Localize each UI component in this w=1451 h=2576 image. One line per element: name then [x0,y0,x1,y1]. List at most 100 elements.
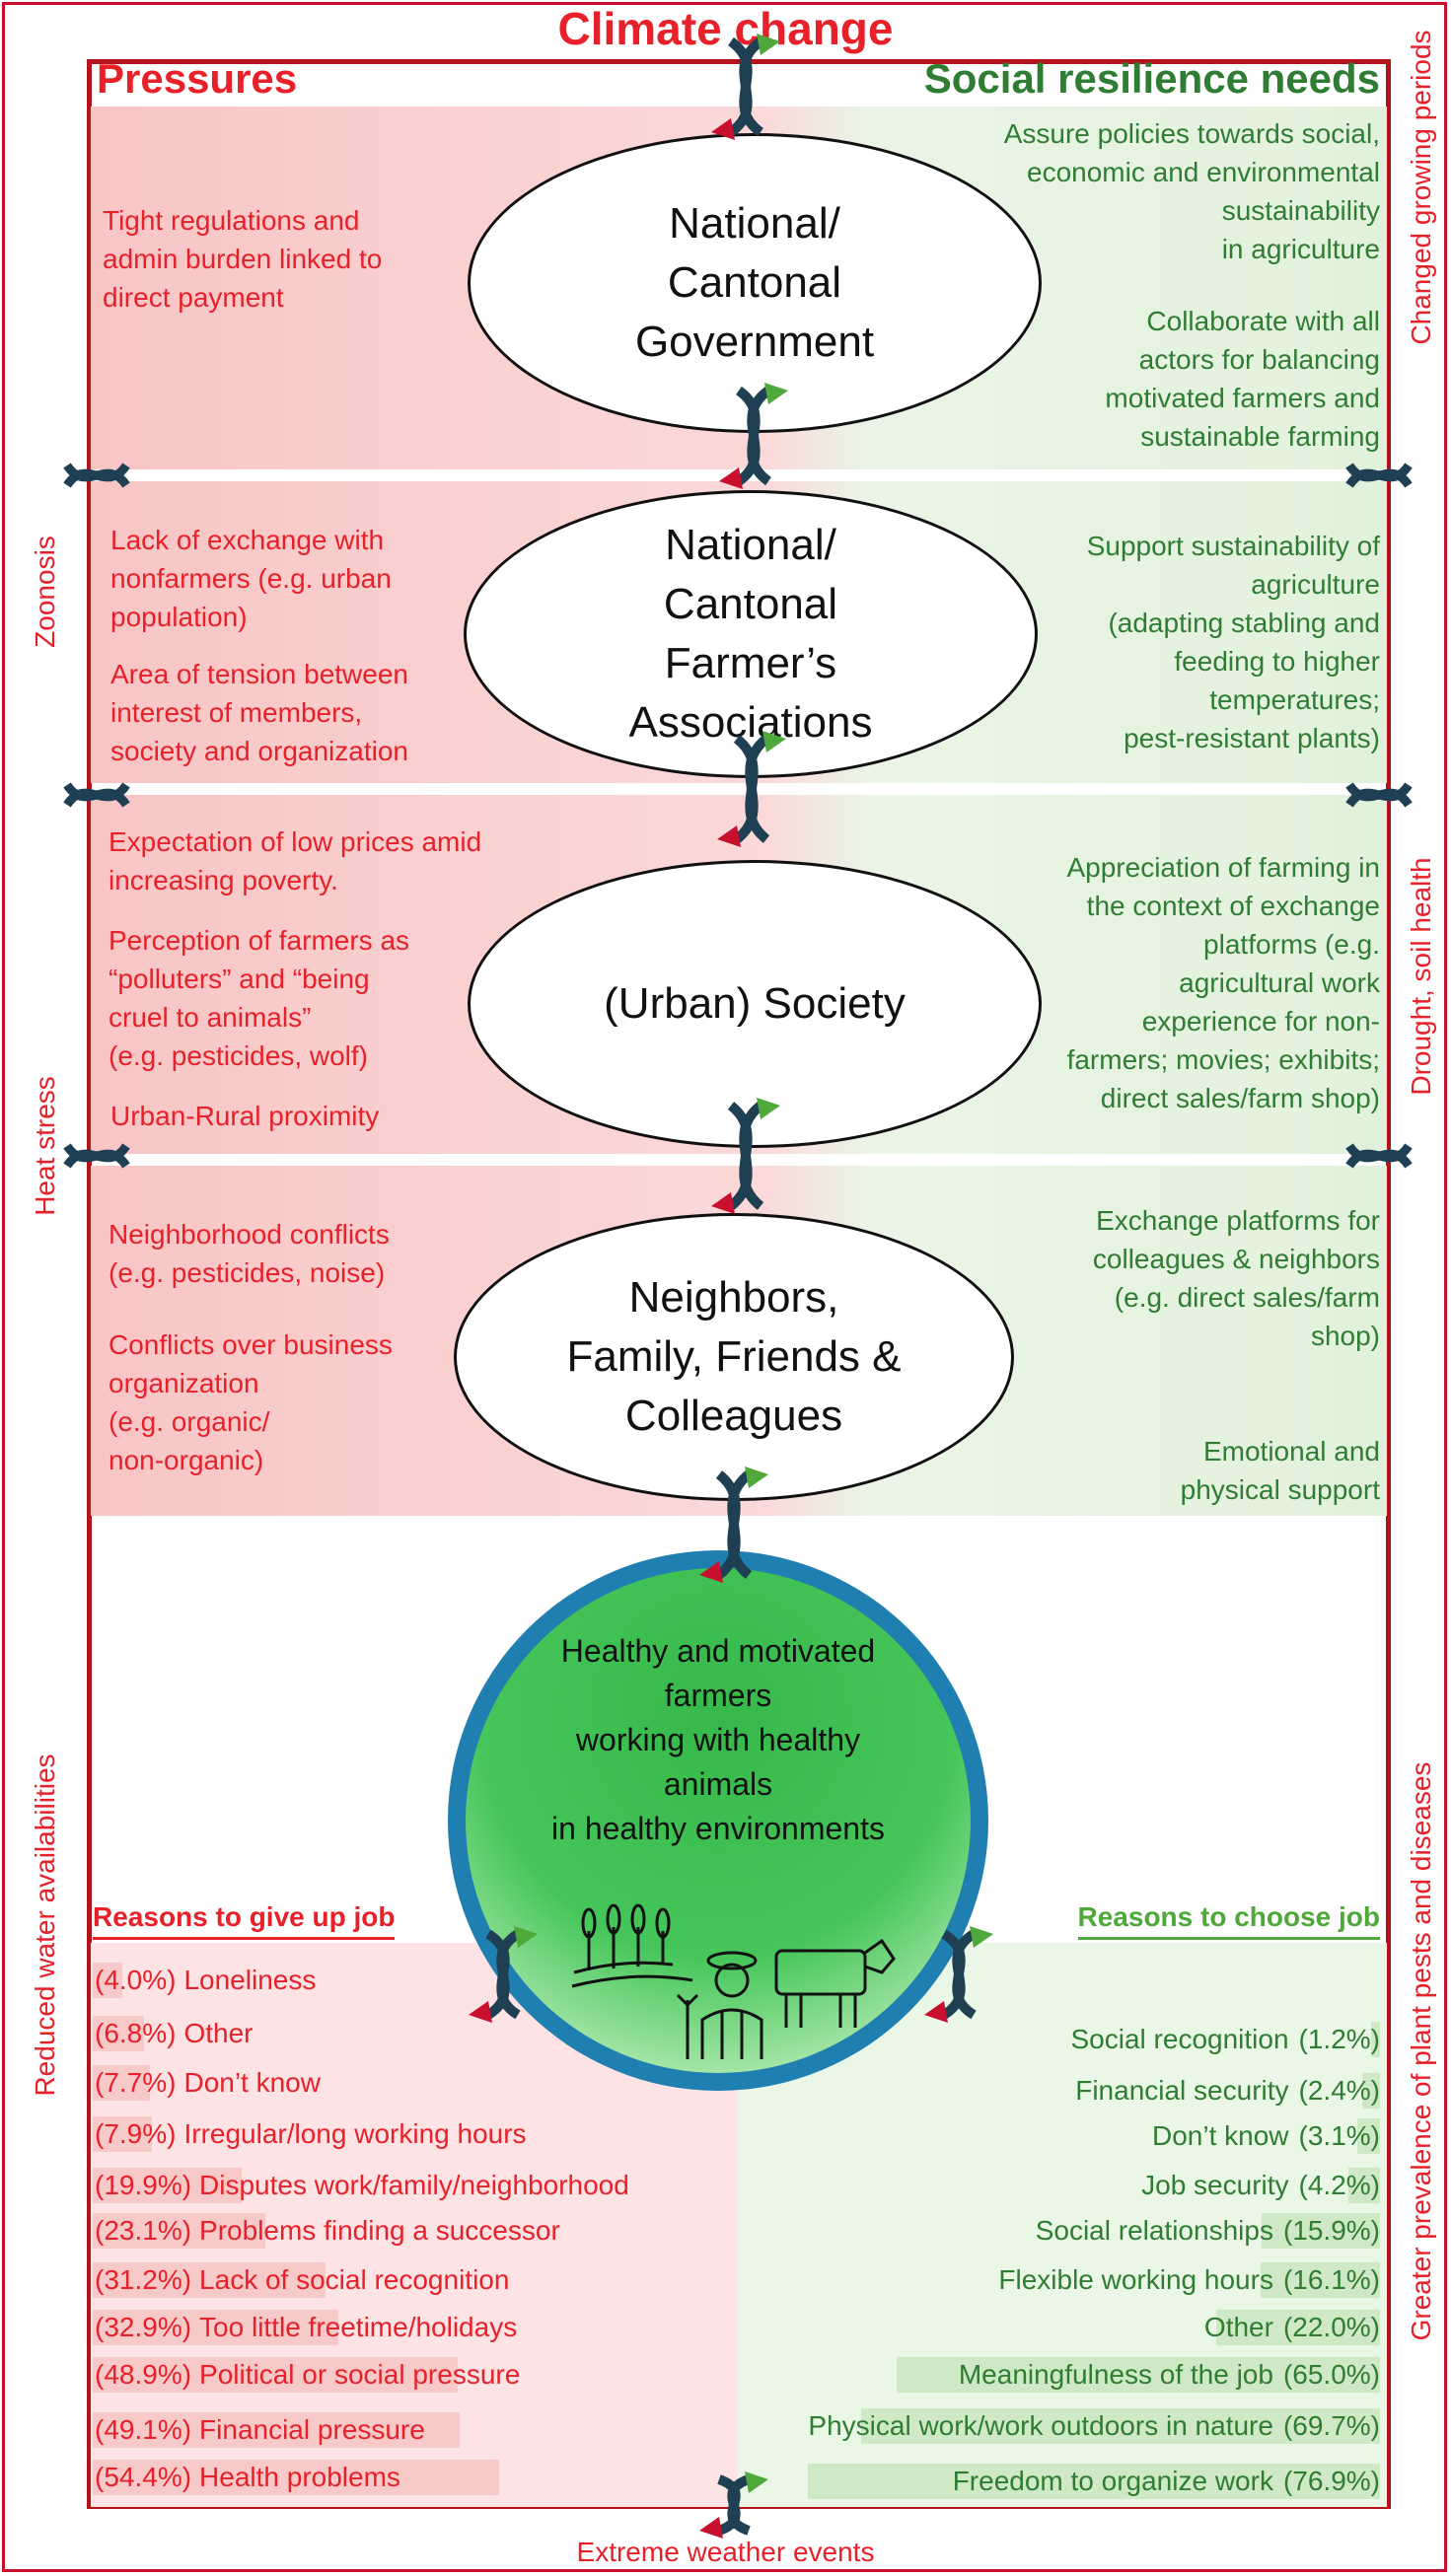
node-society: (Urban) Society [468,860,1042,1148]
give-up-label: Financial pressure [199,2414,425,2445]
give-up-bar [93,1963,122,1998]
give-up-pct: (4.0%) [95,1965,177,1995]
give-up-item: (4.0%)Loneliness [95,1963,316,1998]
exchange-arrow-icon [711,1098,780,1214]
give-up-pct: (31.2%) [95,2264,192,2295]
farmer-icon [571,1903,896,2059]
choose-pct: (2.4%) [1298,2075,1380,2106]
choose-item: Physical work/work outdoors in nature(69… [808,2408,1380,2444]
exchange-arrow-icon [699,2471,768,2539]
need-government-1: Assure policies towards social, economic… [1003,118,1380,264]
give-up-label: Too little freetime/holidays [199,2312,518,2342]
label-plant-pests: Greater prevalence of plant pests and di… [1406,1761,1436,2341]
give-up-label: Health problems [199,2462,400,2492]
choose-item: Social relationships(15.9%) [1036,2213,1380,2249]
exchange-arrow-icon [924,1926,993,2023]
choose-item: Financial security (2.4%) [1075,2073,1380,2109]
choose-label: Job security [1141,2170,1289,2200]
exchange-arrow-icon [699,1467,768,1583]
pressure-associations-1: Lack of exchange with nonfarmers (e.g. u… [110,525,392,632]
pressure-society-1: Expectation of low prices amid increasin… [109,826,482,895]
give-up-pct: (32.9%) [95,2312,192,2342]
choose-bar [808,2464,1380,2499]
give-up-item: (23.1%)Problems finding a successor [95,2213,560,2249]
choose-label: Freedom to organize work [952,2466,1273,2496]
choose-pct: (3.1%) [1298,2120,1380,2151]
give-up-pct: (54.4%) [95,2462,192,2492]
exchange-arrow-icon [1345,463,1413,488]
give-up-pct: (7.7%) [95,2067,177,2098]
choose-label: Financial security [1075,2075,1289,2106]
give-up-bar [93,2016,144,2051]
give-up-bar [93,2065,150,2101]
choose-label: Social relationships [1035,2215,1273,2246]
need-associations-1: Support sustainability of agriculture (a… [1086,531,1380,753]
choose-bar [1261,2262,1380,2298]
choose-pct: (65.0%) [1282,2359,1380,2390]
give-up-label: Political or social pressure [199,2359,521,2390]
choose-item: Social recognition(1.2%) [1071,2022,1381,2057]
label-zoonosis: Zoonosis [30,536,60,648]
choose-pct: (4.2%) [1298,2170,1380,2200]
choose-item: Meaningfulness of the job (65.0%) [959,2357,1380,2393]
exchange-arrow-icon [63,1143,130,1169]
label-changed-growing-periods: Changed growing periods [1406,30,1436,345]
choose-bar [861,2408,1380,2444]
give-up-title: Reasons to give up job [93,1901,396,1940]
give-up-bar [93,2116,152,2152]
choose-bar [897,2357,1380,2393]
label-drought-soil-health: Drought, soil health [1406,857,1436,1096]
give-up-bar [93,2412,460,2448]
center-label: Healthy and motivated farmers working wi… [551,1633,885,1846]
give-up-label: Problems finding a successor [199,2215,560,2246]
exchange-arrow-icon [1345,1143,1413,1169]
choose-bar [1371,2022,1380,2057]
choose-bar [1362,2073,1380,2109]
give-up-pct: (48.9%) [95,2359,192,2390]
choose-label: Other [1203,2312,1273,2342]
pressure-government-1: Tight regulations and admin burden linke… [103,205,383,313]
pressure-neighbors-1: Neighborhood conflicts (e.g. pesticides,… [109,1219,390,1288]
give-up-item: (7.9%)Irregular/long working hours [95,2116,527,2152]
needs-header: Social resilience needs [923,55,1380,102]
pressure-society-2: Perception of farmers as “polluters” and… [109,925,410,1071]
exchange-arrow-icon [469,1926,538,2023]
give-up-item: (6.8%)Other [95,2016,254,2051]
choose-item: Don’t know (3.1%) [1152,2118,1380,2154]
exchange-arrow-icon [711,34,780,140]
give-up-item: (49.1%)Financial pressure [95,2412,425,2448]
give-up-pct: (6.8%) [95,2018,177,2048]
give-up-pct: (7.9%) [95,2118,177,2149]
page-title: Climate change [557,3,894,54]
choose-label: Meaningfulness of the job [958,2359,1273,2390]
choose-pct: (1.2%) [1298,2024,1380,2054]
give-up-bar [93,2168,242,2203]
pressure-associations-2: Area of tension between interest of memb… [110,659,408,766]
give-up-label: Other [183,2018,254,2048]
choose-item: Other (22.0%) [1204,2310,1380,2345]
need-government-2: Collaborate with all actors for balancin… [1105,306,1380,452]
choose-item: Flexible working hours(16.1%) [998,2262,1380,2298]
node-associations: National/ Cantonal Farmer’s Associations [464,490,1038,778]
give-up-bar [93,2262,326,2298]
give-up-bar [93,2310,338,2345]
give-up-label: Irregular/long working hours [183,2118,527,2149]
choose-pct: (16.1%) [1282,2264,1380,2295]
choose-title: Reasons to choose job [1077,1901,1380,1940]
need-neighbors-1: Exchange platforms for colleagues & neig… [1092,1205,1380,1351]
choose-bar [1357,2118,1380,2154]
give-up-bar [93,2213,265,2249]
exchange-arrow-icon [63,463,130,488]
give-up-pct: (49.1%) [95,2414,192,2445]
give-up-bar [93,2460,499,2495]
give-up-item: (32.9%)Too little freetime/holidays [95,2310,517,2345]
choose-pct: (22.0%) [1282,2312,1380,2342]
choose-label: Don’t know [1152,2120,1289,2151]
give-up-item: (48.9%)Political or social pressure [95,2357,520,2393]
node-neighbors: Neighbors, Family, Friends & Colleagues [454,1213,1014,1501]
pressure-society-3: Urban-Rural proximity [110,1101,380,1131]
give-up-label: Loneliness [183,1965,317,1995]
give-up-label: Lack of social recognition [199,2264,510,2295]
choose-bar [1348,2168,1380,2203]
